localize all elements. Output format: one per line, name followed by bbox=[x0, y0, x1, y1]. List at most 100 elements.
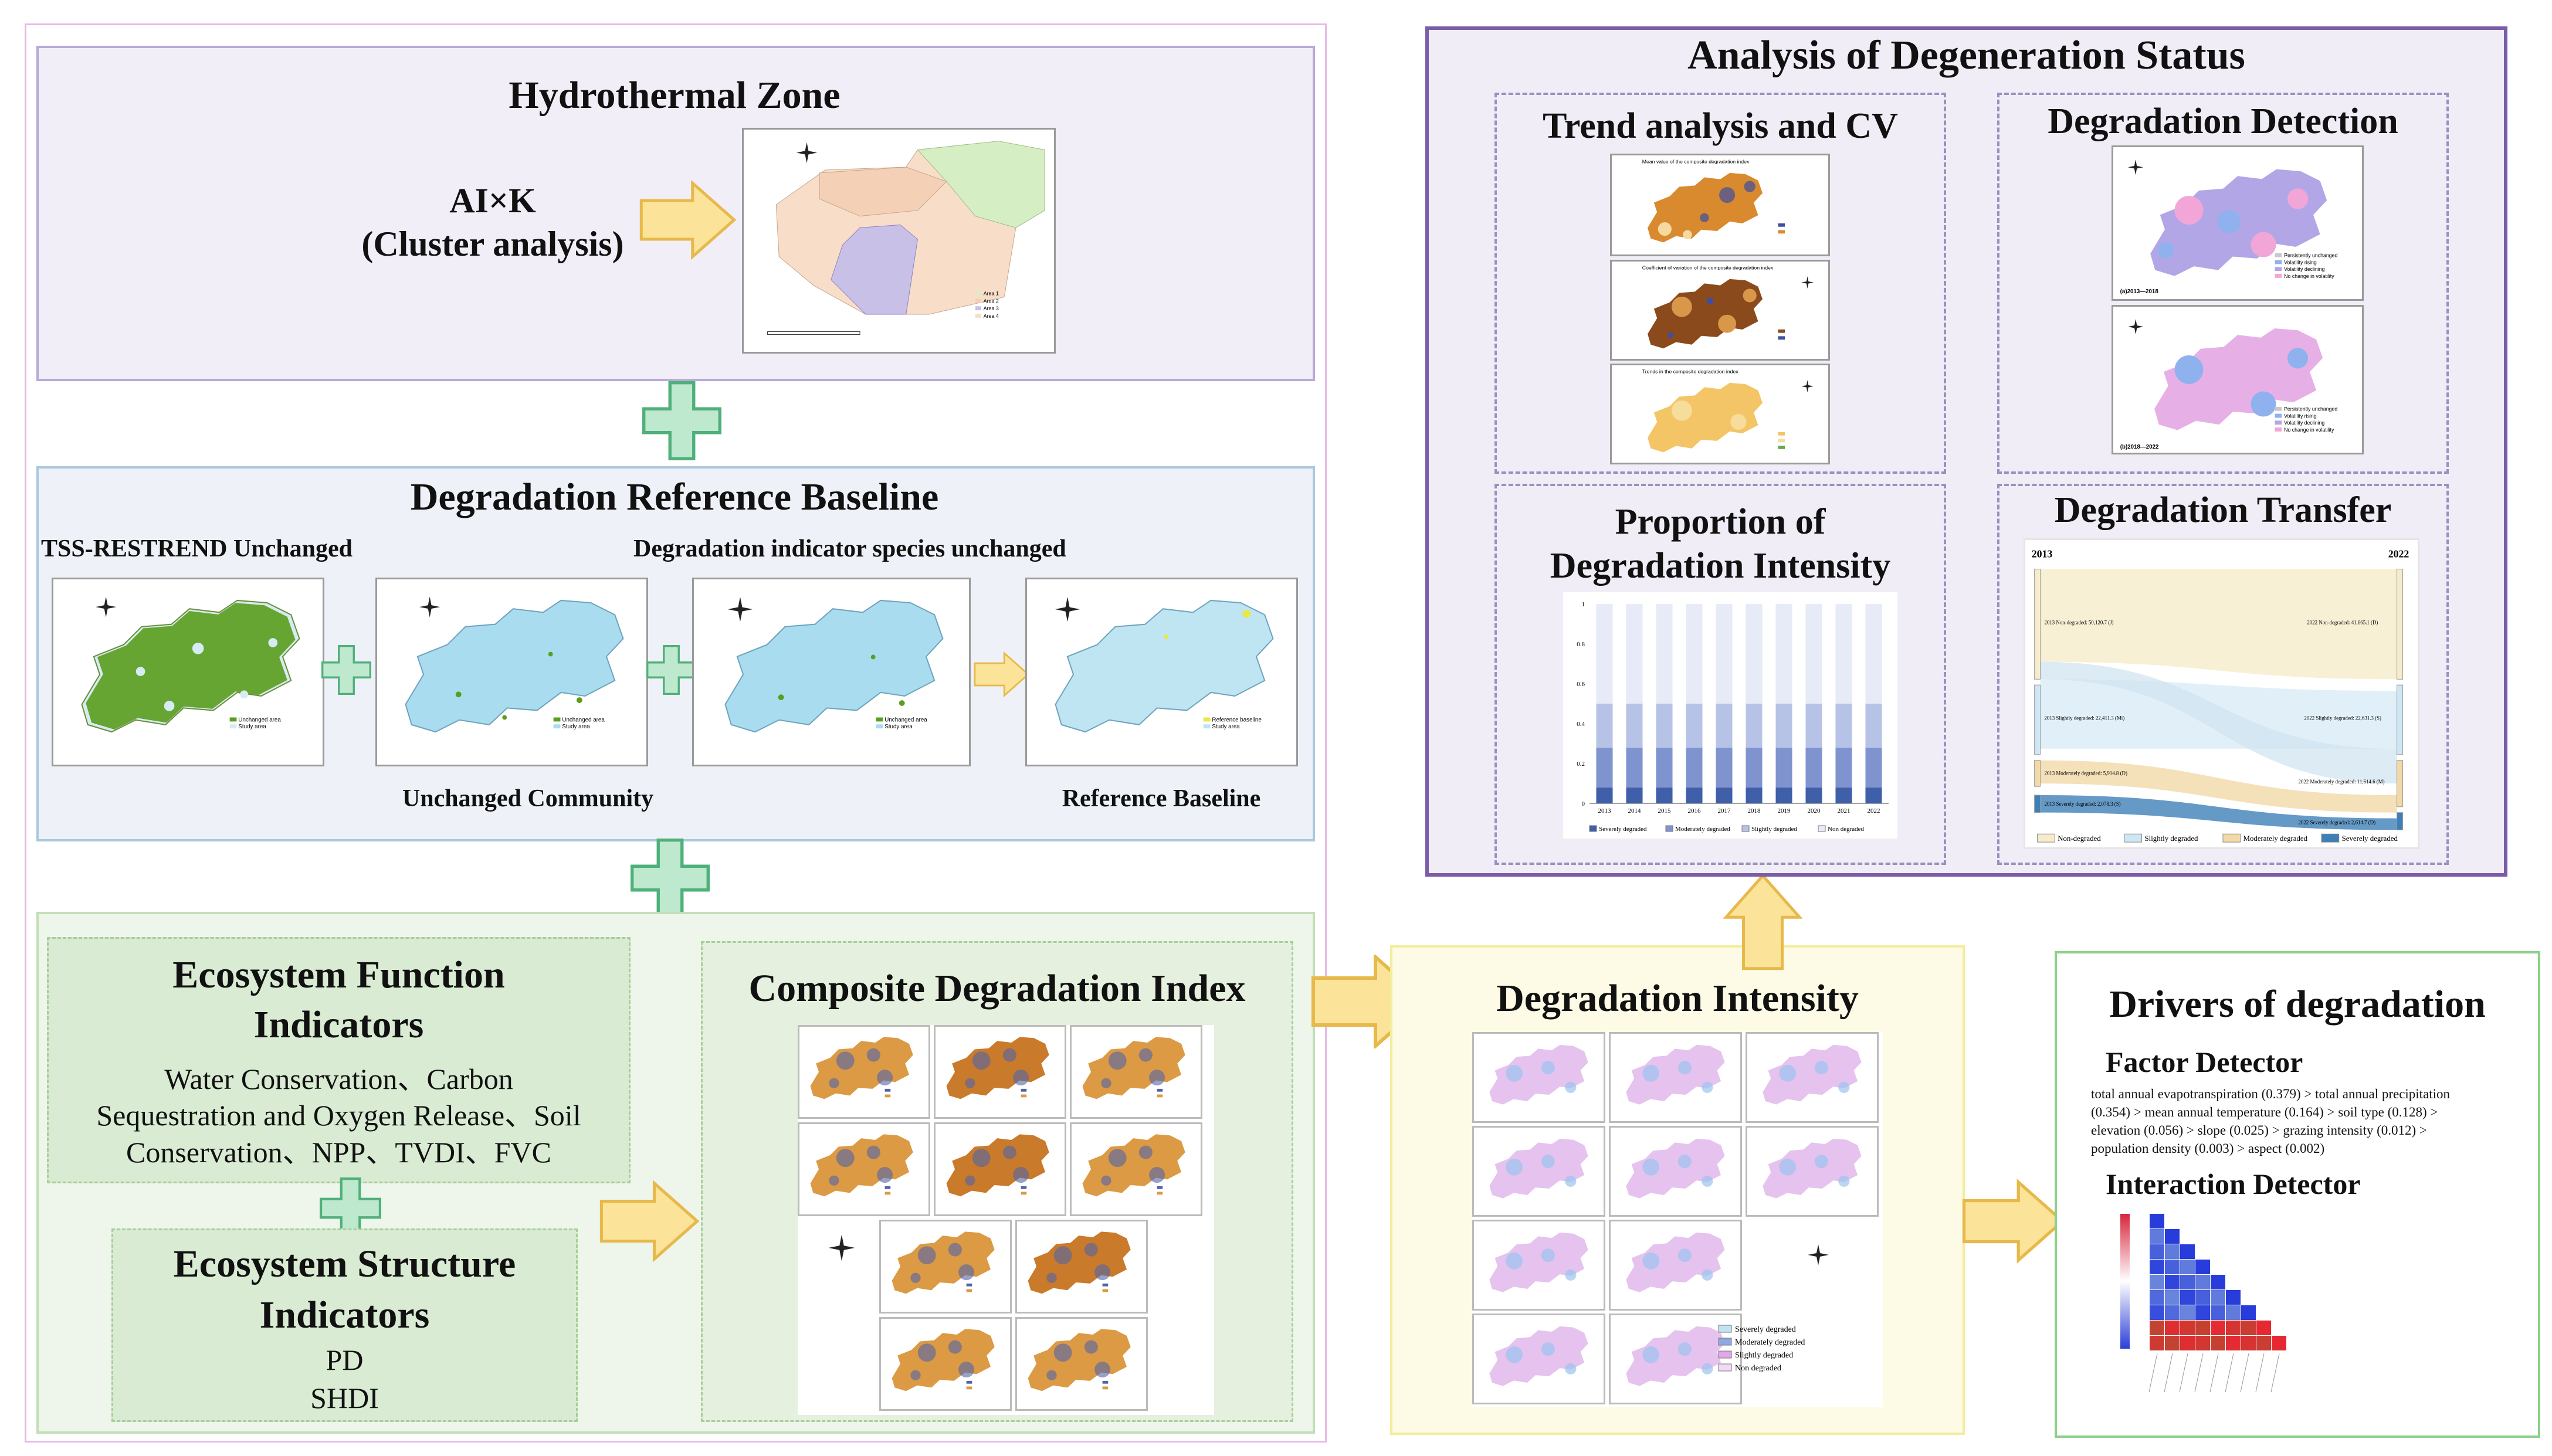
bar-segment bbox=[1775, 604, 1792, 704]
function-text-1: Water Conservation、Carbon bbox=[164, 1063, 513, 1095]
factor-line-4: population density (0.003) > aspect (0.0… bbox=[2091, 1141, 2325, 1156]
bar-segment bbox=[1716, 604, 1733, 704]
heatmap-cell bbox=[2211, 1305, 2225, 1320]
svg-text:Study area: Study area bbox=[1212, 724, 1240, 730]
proportion-box bbox=[1494, 484, 1946, 865]
composite-year-map bbox=[934, 1025, 1066, 1119]
label-reference-baseline: Reference Baseline bbox=[1062, 785, 1261, 812]
heatmap-cell bbox=[2211, 1275, 2225, 1289]
function-title-2: Indicators bbox=[253, 1003, 424, 1046]
heatmap-cell bbox=[2150, 1321, 2164, 1335]
svg-text:Volatility rising: Volatility rising bbox=[2284, 259, 2317, 265]
structure-title-2: Indicators bbox=[259, 1294, 430, 1336]
structure-text-pd: PD bbox=[326, 1343, 364, 1376]
heatmap-axis-tick bbox=[2209, 1353, 2219, 1393]
detection-box bbox=[1997, 93, 2449, 474]
bar-segment bbox=[1805, 604, 1822, 704]
svg-text:Volatility rising: Volatility rising bbox=[2284, 413, 2317, 419]
svg-text:2022 Slightly degraded: 22,631: 2022 Slightly degraded: 22,631.3 (S) bbox=[2304, 715, 2381, 721]
bar-segment bbox=[1626, 787, 1643, 803]
svg-text:Slightly degraded: Slightly degraded bbox=[2145, 834, 2199, 843]
x-tick-label: 2016 bbox=[1688, 807, 1702, 814]
svg-text:(a)2013—2018: (a)2013—2018 bbox=[2120, 289, 2159, 295]
heatmap-cell bbox=[2180, 1321, 2195, 1335]
bar-segment bbox=[1805, 747, 1822, 788]
heatmap-cell bbox=[2226, 1321, 2241, 1335]
svg-text:Trends in the composite degrad: Trends in the composite degradation inde… bbox=[1642, 369, 1739, 375]
y-tick-label: 1 bbox=[1582, 601, 1585, 608]
svg-text:2022 Severely degraded: 2,614.: 2022 Severely degraded: 2,614.7 (D) bbox=[2299, 819, 2376, 825]
heatmap-axis-tick bbox=[2240, 1353, 2249, 1393]
function-text-3: Conservation、NPP、TVDI、FVC bbox=[126, 1136, 552, 1169]
intensity-year-map bbox=[1746, 1126, 1879, 1217]
bar-segment bbox=[1865, 747, 1882, 788]
svg-text:Unchanged area: Unchanged area bbox=[884, 717, 927, 723]
x-tick-label: 2013 bbox=[1598, 807, 1612, 814]
bar-segment bbox=[1865, 604, 1882, 704]
bar-segment bbox=[1686, 747, 1703, 788]
bar-segment bbox=[1775, 747, 1792, 788]
intensity-year-map bbox=[1472, 1126, 1605, 1217]
drivers-title: Drivers of degradation bbox=[2109, 983, 2486, 1026]
intensity-year-map bbox=[1609, 1220, 1742, 1311]
factor-line-2: (0.354) > mean annual temperature (0.164… bbox=[2091, 1105, 2438, 1119]
baseline-map-reference: Reference baseline Study area bbox=[1025, 578, 1298, 766]
svg-text:Study area: Study area bbox=[238, 724, 266, 730]
heatmap-cell bbox=[2241, 1321, 2256, 1335]
heatmap-cell bbox=[2180, 1290, 2195, 1305]
svg-text:Moderately degraded: Moderately degraded bbox=[2243, 834, 2308, 843]
legend-label: Non degraded bbox=[1828, 826, 1865, 833]
heatmap-cell bbox=[2195, 1275, 2210, 1289]
heatmap-axis-tick bbox=[2164, 1353, 2173, 1393]
trend-map-trends: Trends in the composite degradation inde… bbox=[1610, 364, 1830, 464]
transfer-year-right: 2022 bbox=[2388, 548, 2409, 560]
heatmap-axis-tick bbox=[2194, 1353, 2204, 1393]
bar-segment bbox=[1656, 704, 1673, 748]
bar-segment bbox=[1746, 787, 1763, 803]
heatmap-cell bbox=[2165, 1260, 2180, 1274]
heatmap-cell bbox=[2150, 1336, 2164, 1350]
intensity-year-map bbox=[1472, 1314, 1605, 1404]
intensity-year-map bbox=[1472, 1220, 1605, 1311]
legend-swatch bbox=[1589, 825, 1597, 832]
svg-text:Coefficient of variation of th: Coefficient of variation of the composit… bbox=[1642, 265, 1774, 271]
factor-detector-title: Factor Detector bbox=[2106, 1046, 2303, 1078]
x-tick-label: 2015 bbox=[1658, 807, 1672, 814]
detection-map-2013-2018: (a)2013—2018 Persistently unchanged Vola… bbox=[2112, 145, 2364, 301]
hydro-legend-2: Area 2 bbox=[984, 298, 999, 304]
svg-text:2022 Moderately degraded: 11,6: 2022 Moderately degraded: 11,614.6 (M) bbox=[2299, 779, 2385, 785]
hydrothermal-zone-map: Area 1 Area 2 Area 3 Area 4 bbox=[742, 128, 1056, 354]
trend-map-mean: Mean value of the composite degradation … bbox=[1610, 154, 1830, 256]
x-tick-label: 2018 bbox=[1748, 807, 1761, 814]
y-tick-label: 0.4 bbox=[1577, 721, 1585, 728]
composite-index-title: Composite Degradation Index bbox=[748, 967, 1246, 1010]
heatmap-axis-tick bbox=[2255, 1353, 2265, 1393]
plus-icon-3 bbox=[646, 645, 696, 695]
hydro-legend-3: Area 3 bbox=[984, 306, 999, 311]
svg-text:No change in volatility: No change in volatility bbox=[2284, 427, 2334, 433]
heatmap-cell bbox=[2180, 1244, 2195, 1259]
baseline-title: Degradation Reference Baseline bbox=[410, 476, 939, 518]
svg-text:2013 Moderately degraded: 5,91: 2013 Moderately degraded: 5,914.8 (D) bbox=[2044, 770, 2127, 776]
heatmap-cell bbox=[2165, 1275, 2180, 1289]
legend-swatch bbox=[1741, 825, 1750, 832]
plus-icon-4 bbox=[631, 839, 710, 918]
function-text-2: Sequestration and Oxygen Release、Soil bbox=[96, 1099, 581, 1132]
intensity-to-drivers-arrow-icon bbox=[1962, 1179, 2065, 1264]
heatmap-axis-tick bbox=[2225, 1353, 2234, 1393]
bar-segment bbox=[1716, 704, 1733, 748]
svg-text:Reference baseline: Reference baseline bbox=[1212, 717, 1262, 723]
bar-segment bbox=[1596, 747, 1613, 788]
label-indicator-species: Degradation indicator species unchanged bbox=[633, 535, 1066, 562]
x-tick-label: 2021 bbox=[1838, 807, 1851, 814]
svg-text:Unchanged area: Unchanged area bbox=[562, 717, 605, 723]
heatmap-cell bbox=[2150, 1260, 2164, 1274]
bar-segment bbox=[1626, 747, 1643, 788]
bar-segment bbox=[1835, 747, 1852, 788]
heatmap-cell bbox=[2180, 1336, 2195, 1350]
heatmap-cell bbox=[2150, 1275, 2164, 1289]
hydro-arrow-icon bbox=[639, 179, 736, 261]
bar-segment bbox=[1805, 704, 1822, 748]
